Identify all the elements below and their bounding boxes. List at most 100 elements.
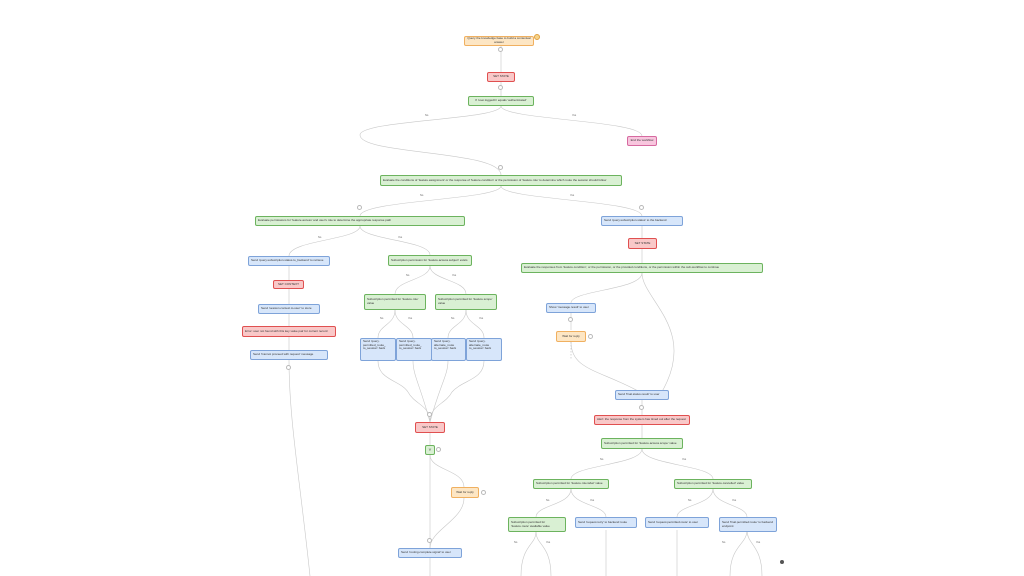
mid-right-condition-node[interactable]: Subscription permitted for 'feature.scop… <box>435 294 497 310</box>
l1-set-node[interactable]: SET CONTEXT <box>273 280 304 289</box>
right-condition-node[interactable]: Evaluate the responses from 'feature.con… <box>521 263 763 273</box>
edge-label-no: No <box>514 541 518 544</box>
edge-label-yes: Yes <box>408 317 413 320</box>
node-handle[interactable] <box>427 538 432 543</box>
r-msg-text: Show 'message.result' to user <box>549 305 589 310</box>
mid-condition-text: Subscription permission for 'feature.acc… <box>391 257 468 262</box>
node-handle[interactable] <box>498 47 503 52</box>
r-box-a-text: Subscription permitted for 'feature.rout… <box>511 519 550 528</box>
right-branch-query-text: Send 'query.subscription.status' to the … <box>604 218 667 223</box>
r-left-cond-node[interactable]: Subscription permitted for 'feature.role… <box>533 479 609 489</box>
edge <box>465 309 485 339</box>
box-a-node[interactable]: Send 'query. permitted_route_ to_session… <box>360 338 396 361</box>
node-handle[interactable] <box>568 317 573 322</box>
main-condition-node[interactable]: Evaluate the conditions of 'feature.assi… <box>380 175 622 186</box>
left-branch-condition-text: Evaluate permissions for 'feature.access… <box>258 218 392 223</box>
left-branch-condition-node[interactable]: Evaluate permissions for 'feature.access… <box>255 216 465 226</box>
r-send-cond-text: Send 'final.status.result' to user <box>618 392 660 397</box>
r-box-b-node[interactable]: Send 'request.retry' to backend route <box>575 517 637 528</box>
check-login-text: If 'user.loggedIn' equals 'authenticated… <box>475 98 527 103</box>
wait-handle[interactable] <box>481 490 486 495</box>
r-error-node[interactable]: Alert: the response from the system has … <box>594 415 690 425</box>
gear-icon[interactable] <box>534 34 540 40</box>
mid-right-condition-text: Subscription permitted for 'feature.scop… <box>438 297 493 305</box>
r-box-c-node[interactable]: Send 'request.permitted.route' to user <box>645 517 709 528</box>
wait-node[interactable]: Wait for reply <box>451 487 479 498</box>
end-session-text: End the workflow <box>630 138 654 143</box>
r-box-d-node[interactable]: Send 'final.permitted.route' to backend … <box>719 517 777 532</box>
edge <box>288 359 311 576</box>
edge <box>570 272 643 304</box>
merge-state-node[interactable]: SET STATE <box>415 422 445 433</box>
r-error-text: Alert: the response from the system has … <box>597 417 686 422</box>
right-branch-query-node[interactable]: Send 'query.subscription.status' to the … <box>601 216 683 226</box>
start-node[interactable]: Query the knowledge base to build a cont… <box>464 36 534 46</box>
end-session-node[interactable]: End the workflow <box>627 136 657 146</box>
edge <box>535 488 572 518</box>
r-send-cond-node[interactable]: Send 'final.status.result' to user <box>615 390 669 400</box>
node-handle[interactable] <box>427 412 432 417</box>
switch-node[interactable]: Y <box>425 445 435 455</box>
r-box-a-node[interactable]: Subscription permitted for 'feature.rout… <box>508 517 566 532</box>
box-c-node[interactable]: Send 'query. alternate_route to_session'… <box>431 338 466 361</box>
edge <box>429 454 465 488</box>
merge-state-text: SET STATE <box>422 424 438 429</box>
edge <box>359 105 502 176</box>
final-send-text: Send 'routing.complete.signal' to user <box>401 550 451 555</box>
start-node-text: Query the knowledge base to build a cont… <box>467 36 531 44</box>
edge-label-yes: Yes <box>479 317 484 320</box>
main-condition-text: Evaluate the conditions of 'feature.assi… <box>383 177 607 182</box>
r-sub-cond-text: Subscription permitted for 'feature.acce… <box>604 440 677 445</box>
edge-label-no: No <box>380 317 384 320</box>
edge-label-no: No <box>406 274 410 277</box>
edge <box>570 448 643 480</box>
node-handle[interactable] <box>357 205 362 210</box>
r-wait-node[interactable]: Wait for reply <box>556 331 586 342</box>
r-right-cond-node[interactable]: Subscription permitted for 'feature.canc… <box>674 479 752 489</box>
edge-label-yes: Yes <box>756 541 761 544</box>
box-d-text: Send 'query. alternate_route to_session'… <box>469 339 492 351</box>
l1-query-node[interactable]: Send 'query.subscription.status.to_backe… <box>248 256 330 266</box>
edge <box>429 265 467 295</box>
mid-condition-node[interactable]: Subscription permission for 'feature.acc… <box>388 255 472 266</box>
r-left-cond-text: Subscription permitted for 'feature.role… <box>536 481 603 486</box>
node-handle[interactable] <box>639 405 644 410</box>
mid-left-condition-node[interactable]: Subscription permitted for 'feature.role… <box>364 294 426 310</box>
r-msg-node[interactable]: Show 'message.result' to user <box>546 303 596 313</box>
r-wait-handle[interactable] <box>588 334 593 339</box>
edge-label-no: No <box>688 499 692 502</box>
mid-left-condition-text: Subscription permitted for 'feature.role… <box>367 297 419 305</box>
edge-label-yes: Yes <box>732 499 737 502</box>
edge <box>447 309 467 339</box>
right-set-state-node[interactable]: SET STATE <box>628 238 657 249</box>
node-handle[interactable] <box>498 165 503 170</box>
edge <box>500 105 643 137</box>
edge <box>429 497 465 549</box>
box-d-node[interactable]: Send 'query. alternate_route to_session'… <box>466 338 502 361</box>
edge-label-yes: Yes <box>572 114 577 117</box>
zoom-icon[interactable] <box>780 560 784 564</box>
node-handle[interactable] <box>639 205 644 210</box>
box-b-node[interactable]: Send 'query. permitted_route_ to_session… <box>396 338 432 361</box>
node-handle[interactable] <box>498 85 503 90</box>
set-state-node[interactable]: SET STATE <box>487 72 515 82</box>
l1-reply-node[interactable]: Send 'Cannot proceed with request' messa… <box>250 350 328 360</box>
l1-send-node[interactable]: Send 'session.context.to.user' to store <box>258 304 320 314</box>
edge-label-yes: Yes <box>452 274 457 277</box>
edge <box>712 488 748 518</box>
l1-error-node[interactable]: Error: user not found with this key valu… <box>242 326 336 337</box>
check-login-node[interactable]: If 'user.loggedIn' equals 'authenticated… <box>468 96 534 106</box>
node-handle[interactable] <box>286 365 291 370</box>
edge-label-no: No <box>600 458 604 461</box>
wait-text: Wait for reply <box>456 489 474 494</box>
edge-label-yes: Yes <box>570 194 575 197</box>
edge-label-no: No <box>425 114 429 117</box>
l1-send-text: Send 'session.context.to.user' to store <box>261 306 312 311</box>
edge <box>500 185 643 217</box>
right-condition-text: Evaluate the responses from 'feature.con… <box>524 265 720 270</box>
r-sub-cond-node[interactable]: Subscription permitted for 'feature.acce… <box>601 438 683 449</box>
switch-handle[interactable] <box>436 447 441 452</box>
final-send-node[interactable]: Send 'routing.complete.signal' to user <box>398 548 462 558</box>
